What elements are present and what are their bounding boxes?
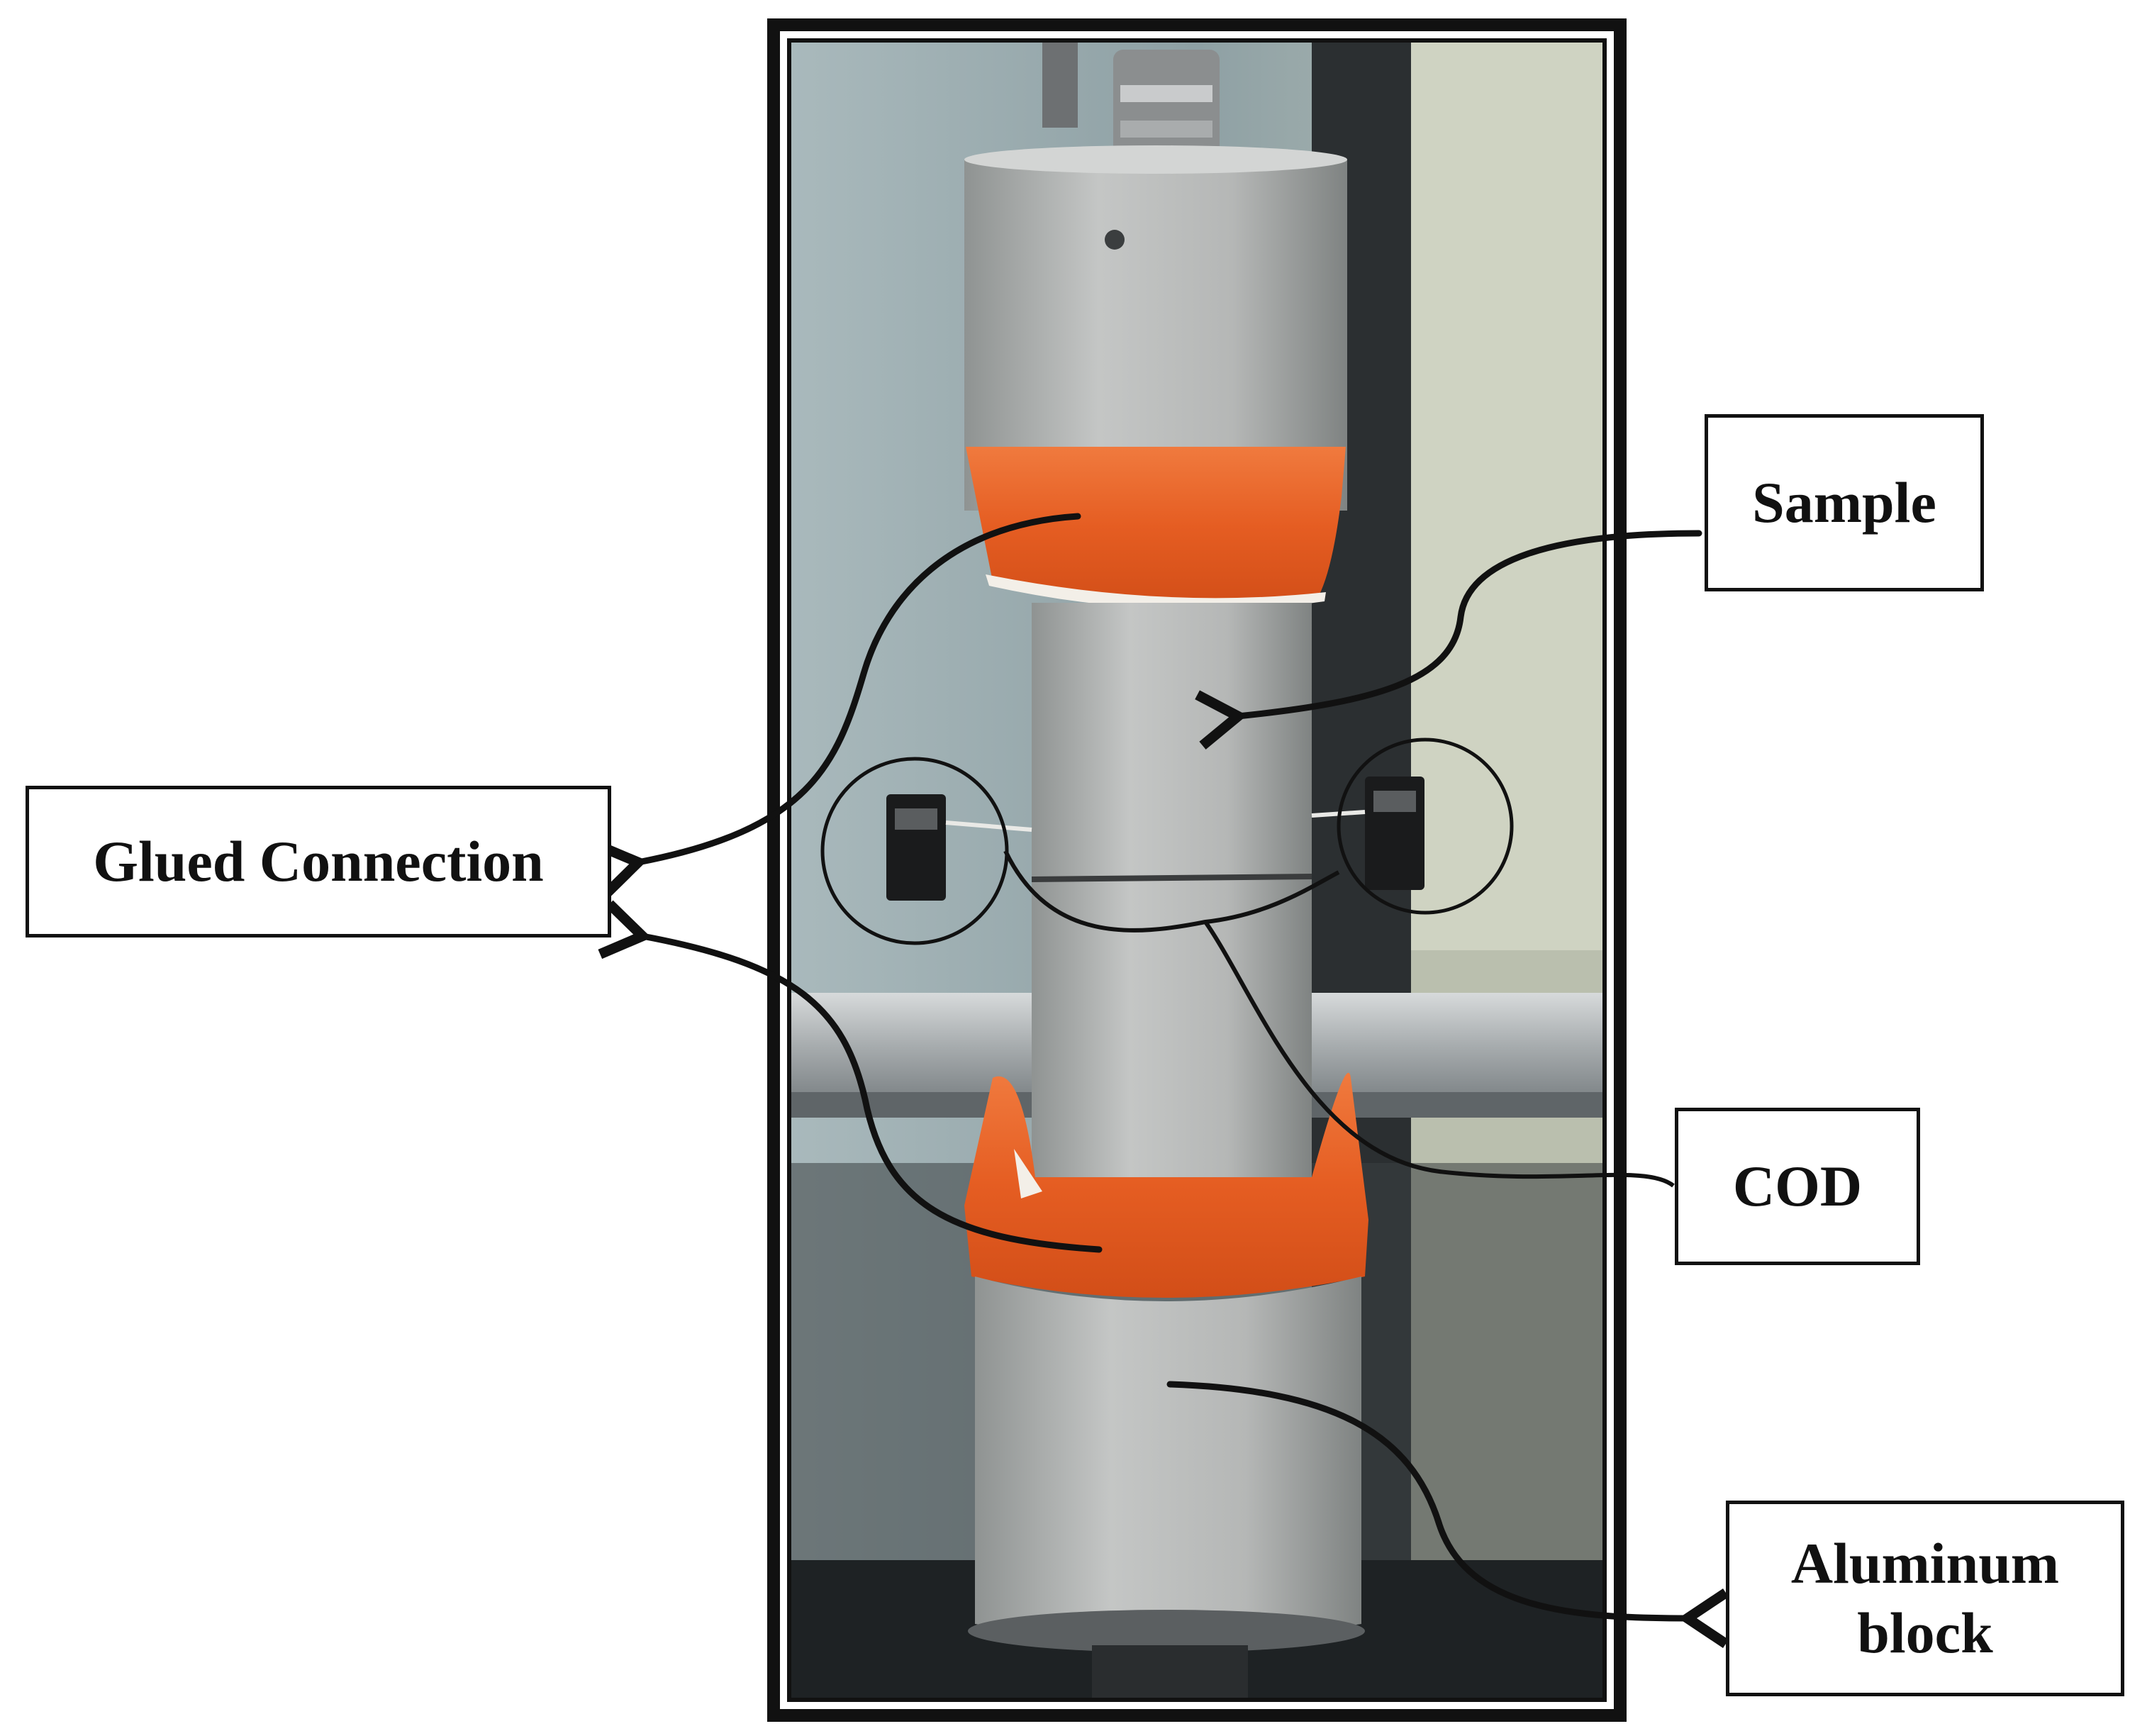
cod-pointer [1203, 920, 1675, 1188]
sample-arrow [1195, 530, 1702, 750]
cod-circle-right [1337, 738, 1514, 915]
aluminum-block-label-line2: block [1857, 1601, 1993, 1665]
lower-tape [964, 1072, 1368, 1298]
sample-label: Sample [1705, 414, 1984, 591]
top-fixture [1042, 43, 1220, 156]
aluminum-block-label: Aluminum block [1726, 1501, 2124, 1696]
aluminum-arrow [1166, 1381, 1729, 1648]
test-photo [791, 43, 1602, 1698]
notch [1031, 874, 1312, 882]
upper-block [964, 149, 1347, 511]
glued-connection-label: Glued Connection [26, 786, 611, 937]
cod-label-text: COD [1732, 1153, 1863, 1218]
cod-label: COD [1675, 1108, 1920, 1265]
lower-block [975, 1276, 1361, 1638]
glued-arrow-upper [593, 513, 1081, 898]
upper-tape [966, 447, 1346, 607]
sample-specimen [1032, 603, 1312, 1184]
glued-arrow-lower [598, 900, 1103, 1253]
cod-leader [1003, 850, 1340, 933]
cod-gauge-left [886, 794, 1032, 901]
aluminum-block-label-line1: Aluminum [1790, 1530, 2060, 1596]
glued-connection-label-text: Glued Connection [93, 828, 544, 894]
sample-label-text: Sample [1752, 469, 1936, 535]
